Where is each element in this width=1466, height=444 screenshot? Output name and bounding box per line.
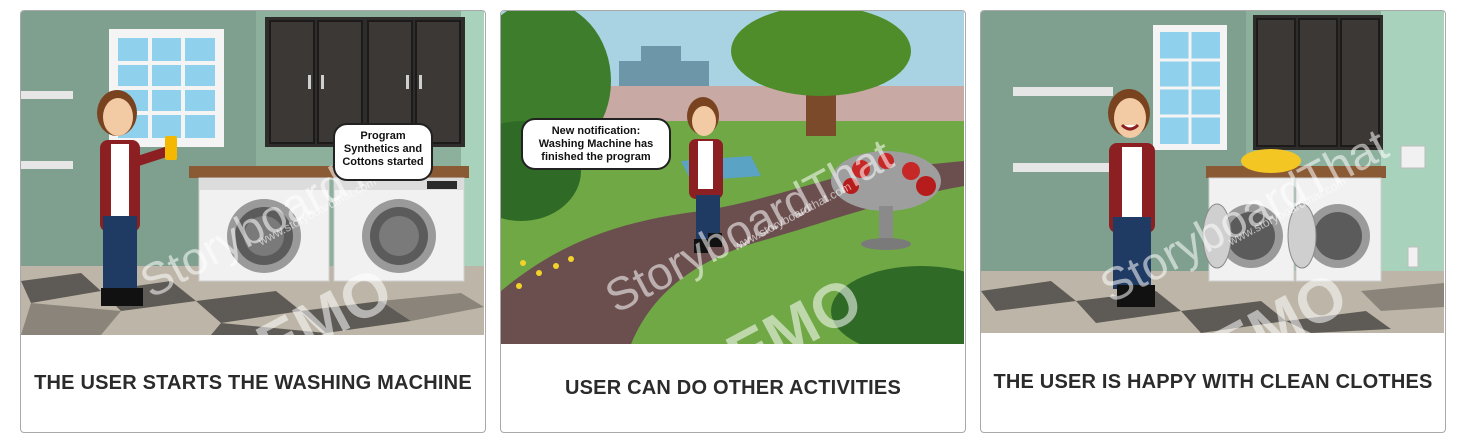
tree — [731, 11, 911, 136]
storyboard-panel-2: StoryboardThat www.storyboardthat.com DE… — [500, 10, 966, 433]
laundry-illustration-3 — [981, 11, 1444, 333]
washing-machine-1 — [1202, 177, 1295, 282]
flower-urn — [831, 151, 941, 250]
storyboard-panel-3: StoryboardThat www.storyboardthat.com DE… — [980, 10, 1446, 433]
panel-caption: THE USER STARTS THE WASHING MACHINE — [34, 372, 472, 394]
woman-character — [687, 97, 723, 253]
laundry-scene-1: StoryboardThat www.storyboardthat.com DE… — [21, 11, 484, 335]
washing-machine-2 — [1287, 177, 1382, 282]
panel-caption: THE USER IS HAPPY WITH CLEAN CLOTHES — [993, 371, 1433, 393]
washing-machine-2 — [333, 177, 465, 282]
woman-character — [97, 90, 177, 306]
laundry-scene-3: StoryboardThat www.storyboardthat.com DE… — [981, 11, 1444, 333]
garden-scene: StoryboardThat www.storyboardthat.com DE… — [501, 11, 964, 344]
panel-caption: USER CAN DO OTHER ACTIVITIES — [565, 376, 901, 399]
yellow-flowers — [516, 256, 574, 289]
storyboard-panel-1: StoryboardThat www.storyboardthat.com DE… — [20, 10, 486, 433]
speech-bubble: Program Synthetics and Cottons started — [333, 123, 433, 181]
garden-illustration — [501, 11, 964, 344]
checkered-floor — [981, 271, 1444, 333]
woman-character — [1108, 89, 1155, 307]
speech-bubble: New notification: Washing Machine has fi… — [521, 118, 671, 170]
washing-machine-1 — [198, 177, 330, 282]
cabinets — [1253, 15, 1383, 150]
window — [1153, 25, 1227, 150]
